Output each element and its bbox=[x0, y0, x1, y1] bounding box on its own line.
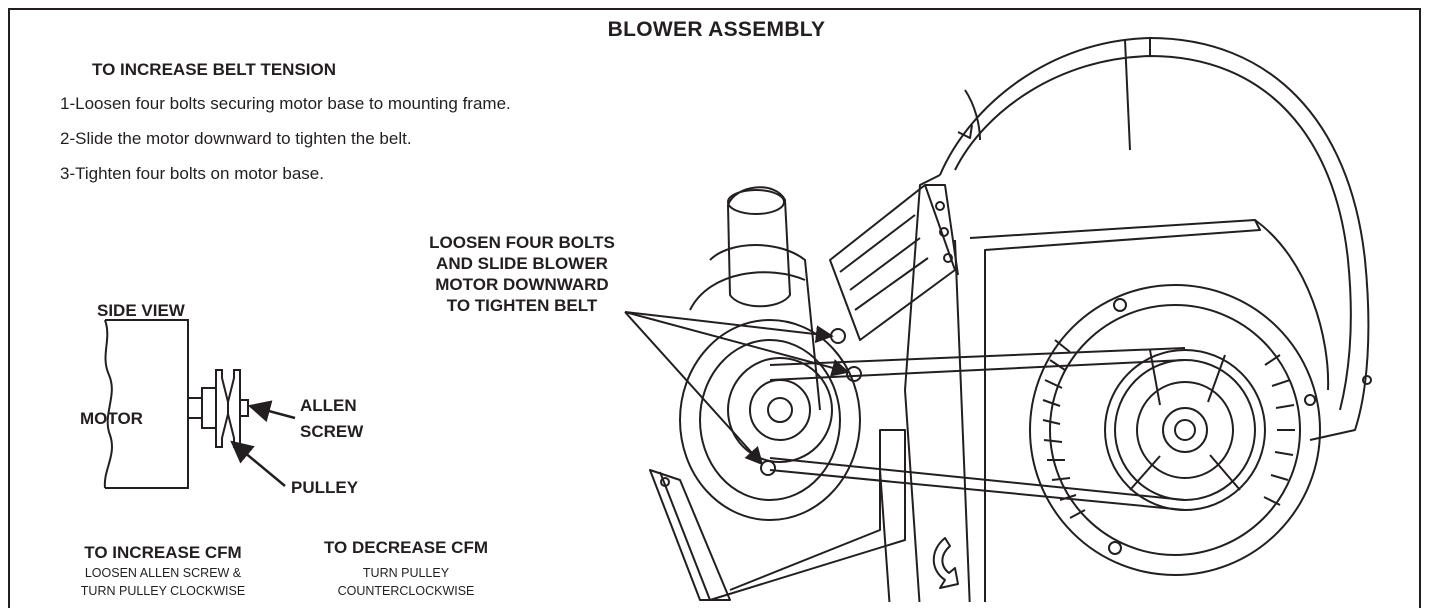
allen-screw bbox=[239, 399, 249, 417]
motor-mounting-frame bbox=[829, 184, 956, 341]
bolt-1 bbox=[830, 328, 846, 344]
bolt-arrow-3 bbox=[624, 311, 764, 466]
belt-tension-step-2: 2-Slide the motor downward to tighten th… bbox=[60, 129, 412, 148]
pulley-label: PULLEY bbox=[291, 478, 359, 497]
blower-housing-scroll bbox=[939, 37, 1370, 441]
allen-screw-label-1: ALLEN bbox=[300, 396, 357, 415]
blower-pulley bbox=[1104, 349, 1266, 511]
motor-base-bracket bbox=[649, 429, 906, 601]
pulley-arrow bbox=[230, 440, 286, 487]
decrease-cfm-heading: TO DECREASE CFM bbox=[323, 538, 489, 557]
bolt-arrow-2 bbox=[624, 311, 850, 377]
decrease-cfm-line-1: TURN PULLEY bbox=[362, 566, 450, 580]
callout-line-4: TO TIGHTEN BELT bbox=[446, 296, 598, 315]
allen-screw-arrow bbox=[247, 400, 296, 423]
bolt-3 bbox=[760, 460, 776, 476]
belt-tension-heading: TO INCREASE BELT TENSION bbox=[92, 60, 337, 79]
motor-housing bbox=[679, 319, 861, 521]
motor-label: MOTOR bbox=[80, 409, 143, 428]
side-view-drawing bbox=[103, 37, 1372, 602]
increase-cfm-line-1: LOOSEN ALLEN SCREW & bbox=[84, 566, 242, 580]
bolt-arrow-1 bbox=[624, 311, 834, 344]
blower-wheel bbox=[1029, 284, 1321, 576]
blower-housing-face bbox=[904, 174, 1261, 602]
drive-belt bbox=[769, 347, 1186, 511]
callout-line-3: MOTOR DOWNWARD bbox=[435, 275, 609, 294]
blower-assembly-drawing bbox=[649, 37, 1372, 602]
callout-line-1: LOOSEN FOUR BOLTS bbox=[429, 233, 615, 252]
diagram-frame: BLOWER ASSEMBLY TO INCREASE BELT TENSION… bbox=[8, 8, 1421, 608]
side-view-title: SIDE VIEW bbox=[97, 301, 185, 320]
rotation-arrow bbox=[932, 537, 959, 589]
callout-line-2: AND SLIDE BLOWER bbox=[436, 254, 608, 273]
allen-screw-label-2: SCREW bbox=[300, 422, 364, 441]
pulley-hub bbox=[201, 387, 217, 429]
diagram-title: BLOWER ASSEMBLY bbox=[607, 18, 826, 41]
decrease-cfm-line-2: COUNTERCLOCKWISE bbox=[337, 584, 475, 598]
increase-cfm-heading: TO INCREASE CFM bbox=[84, 543, 242, 562]
increase-cfm-line-2: TURN PULLEY CLOCKWISE bbox=[80, 584, 246, 598]
belt-tension-step-1: 1-Loosen four bolts securing motor base … bbox=[60, 94, 511, 113]
pulley-sheave bbox=[215, 369, 241, 448]
bolt-2 bbox=[846, 366, 862, 382]
motor-body-outline bbox=[103, 319, 189, 489]
loosen-bolts-callout: LOOSEN FOUR BOLTS AND SLIDE BLOWER MOTOR… bbox=[372, 232, 672, 316]
motor-pulley bbox=[727, 357, 833, 463]
belt-tension-step-3: 3-Tighten four bolts on motor base. bbox=[60, 164, 324, 183]
